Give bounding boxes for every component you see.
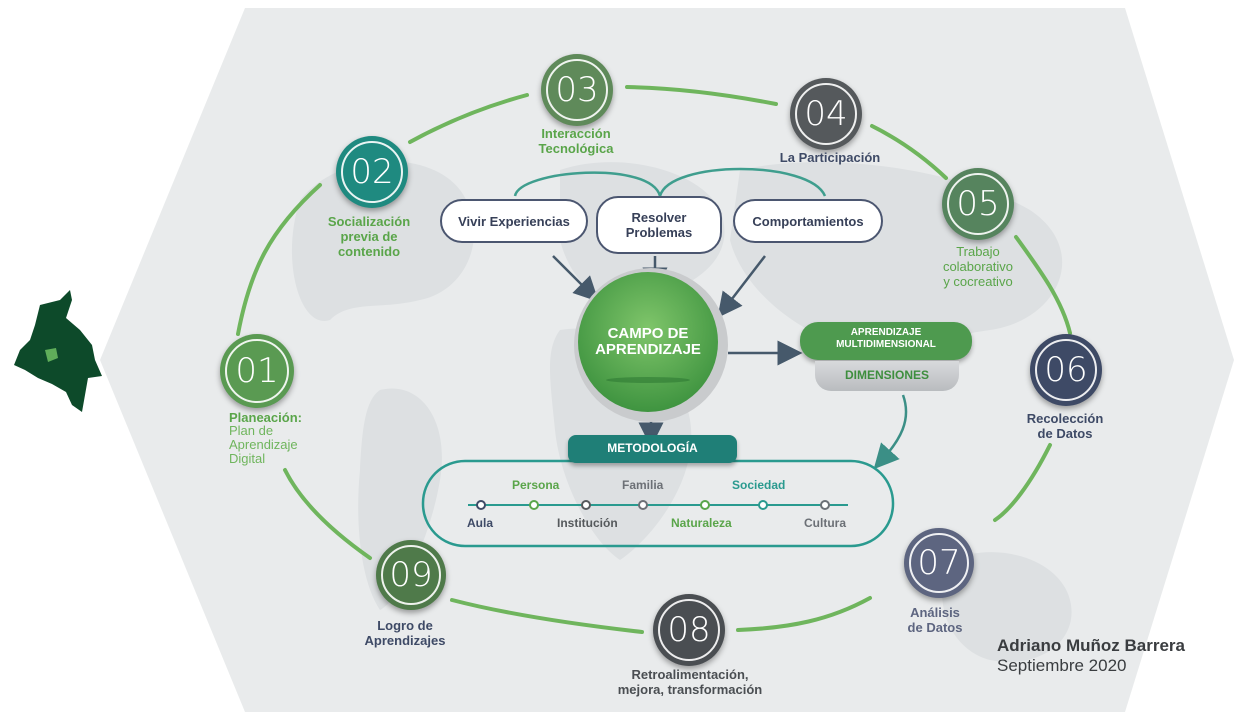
pill-vivir-experiencias: Vivir Experiencias [440,199,588,243]
dimensiones-label: DIMENSIONES [844,368,929,382]
pill-resolver-problemas: Resolver Problemas [596,196,722,254]
pill-comportamientos: Comportamientos [733,199,883,243]
step-label-06: Recolección de Datos [1026,411,1104,441]
step-label-09: Logro de Aprendizajes [364,618,446,648]
multi-title: APRENDIZAJE MULTIDIMENSIONAL [836,327,936,350]
timeline-top-persona: Persona [512,478,560,492]
step-label-03: Interacción Tecnológica [538,126,614,156]
timeline-dot [581,500,591,510]
metodologia-header [568,435,737,463]
timeline-bottom-aula: Aula [467,516,494,530]
timeline-top-sociedad: Sociedad [732,478,786,492]
timeline-dot [529,500,539,510]
timeline-top-familia: Familia [622,478,664,492]
timeline-dot [476,500,486,510]
step-label-04: La Participación [779,150,881,165]
center-circle [578,272,718,412]
step-node-03: 03 [541,54,613,126]
step-node-02: 02 [336,136,408,208]
step-node-09: 09 [376,540,446,610]
dimensiones-box [815,361,959,391]
timeline-bottom-institucion: Institución [557,516,618,530]
multi-box [800,322,972,360]
step-node-08: 08 [653,594,725,666]
step-node-06: 06 [1030,334,1102,406]
center-title: CAMPO DE APRENDIZAJE [595,325,701,358]
timeline-dot [700,500,710,510]
pill-arcs [513,167,827,197]
timeline-bottom-cultura: Cultura [804,516,846,530]
step-label-08: Retroalimentación, mejora, transformació… [617,667,763,697]
timeline-bottom-naturaleza: Naturaleza [671,516,732,530]
author-date: Septiembre 2020 [997,656,1127,675]
step-label-01: Planeación: [229,410,302,425]
author-name: Adriano Muñoz Barrera [997,636,1185,655]
step-node-04: 04 [790,78,862,150]
step-label-07: Análisis de Datos [907,605,963,635]
step-label-05: Trabajo colaborativo y cocreativo [942,244,1014,289]
step-node-01: 01 [220,334,294,408]
cycle-arcs [236,85,1072,634]
timeline-dot [638,500,648,510]
metodologia-title: METODOLOGÍA [607,441,698,455]
timeline-dot [758,500,768,510]
colombia-map-shape [14,290,102,412]
timeline-dot [820,500,830,510]
step-sublabel-01: Plan de Aprendizaje Digital [229,423,298,466]
dimension-arrow [873,394,908,470]
step-node-07: 07 [904,528,974,598]
step-node-05: 05 [942,168,1014,240]
step-label-02: Socialización previa de contenido [327,214,411,259]
